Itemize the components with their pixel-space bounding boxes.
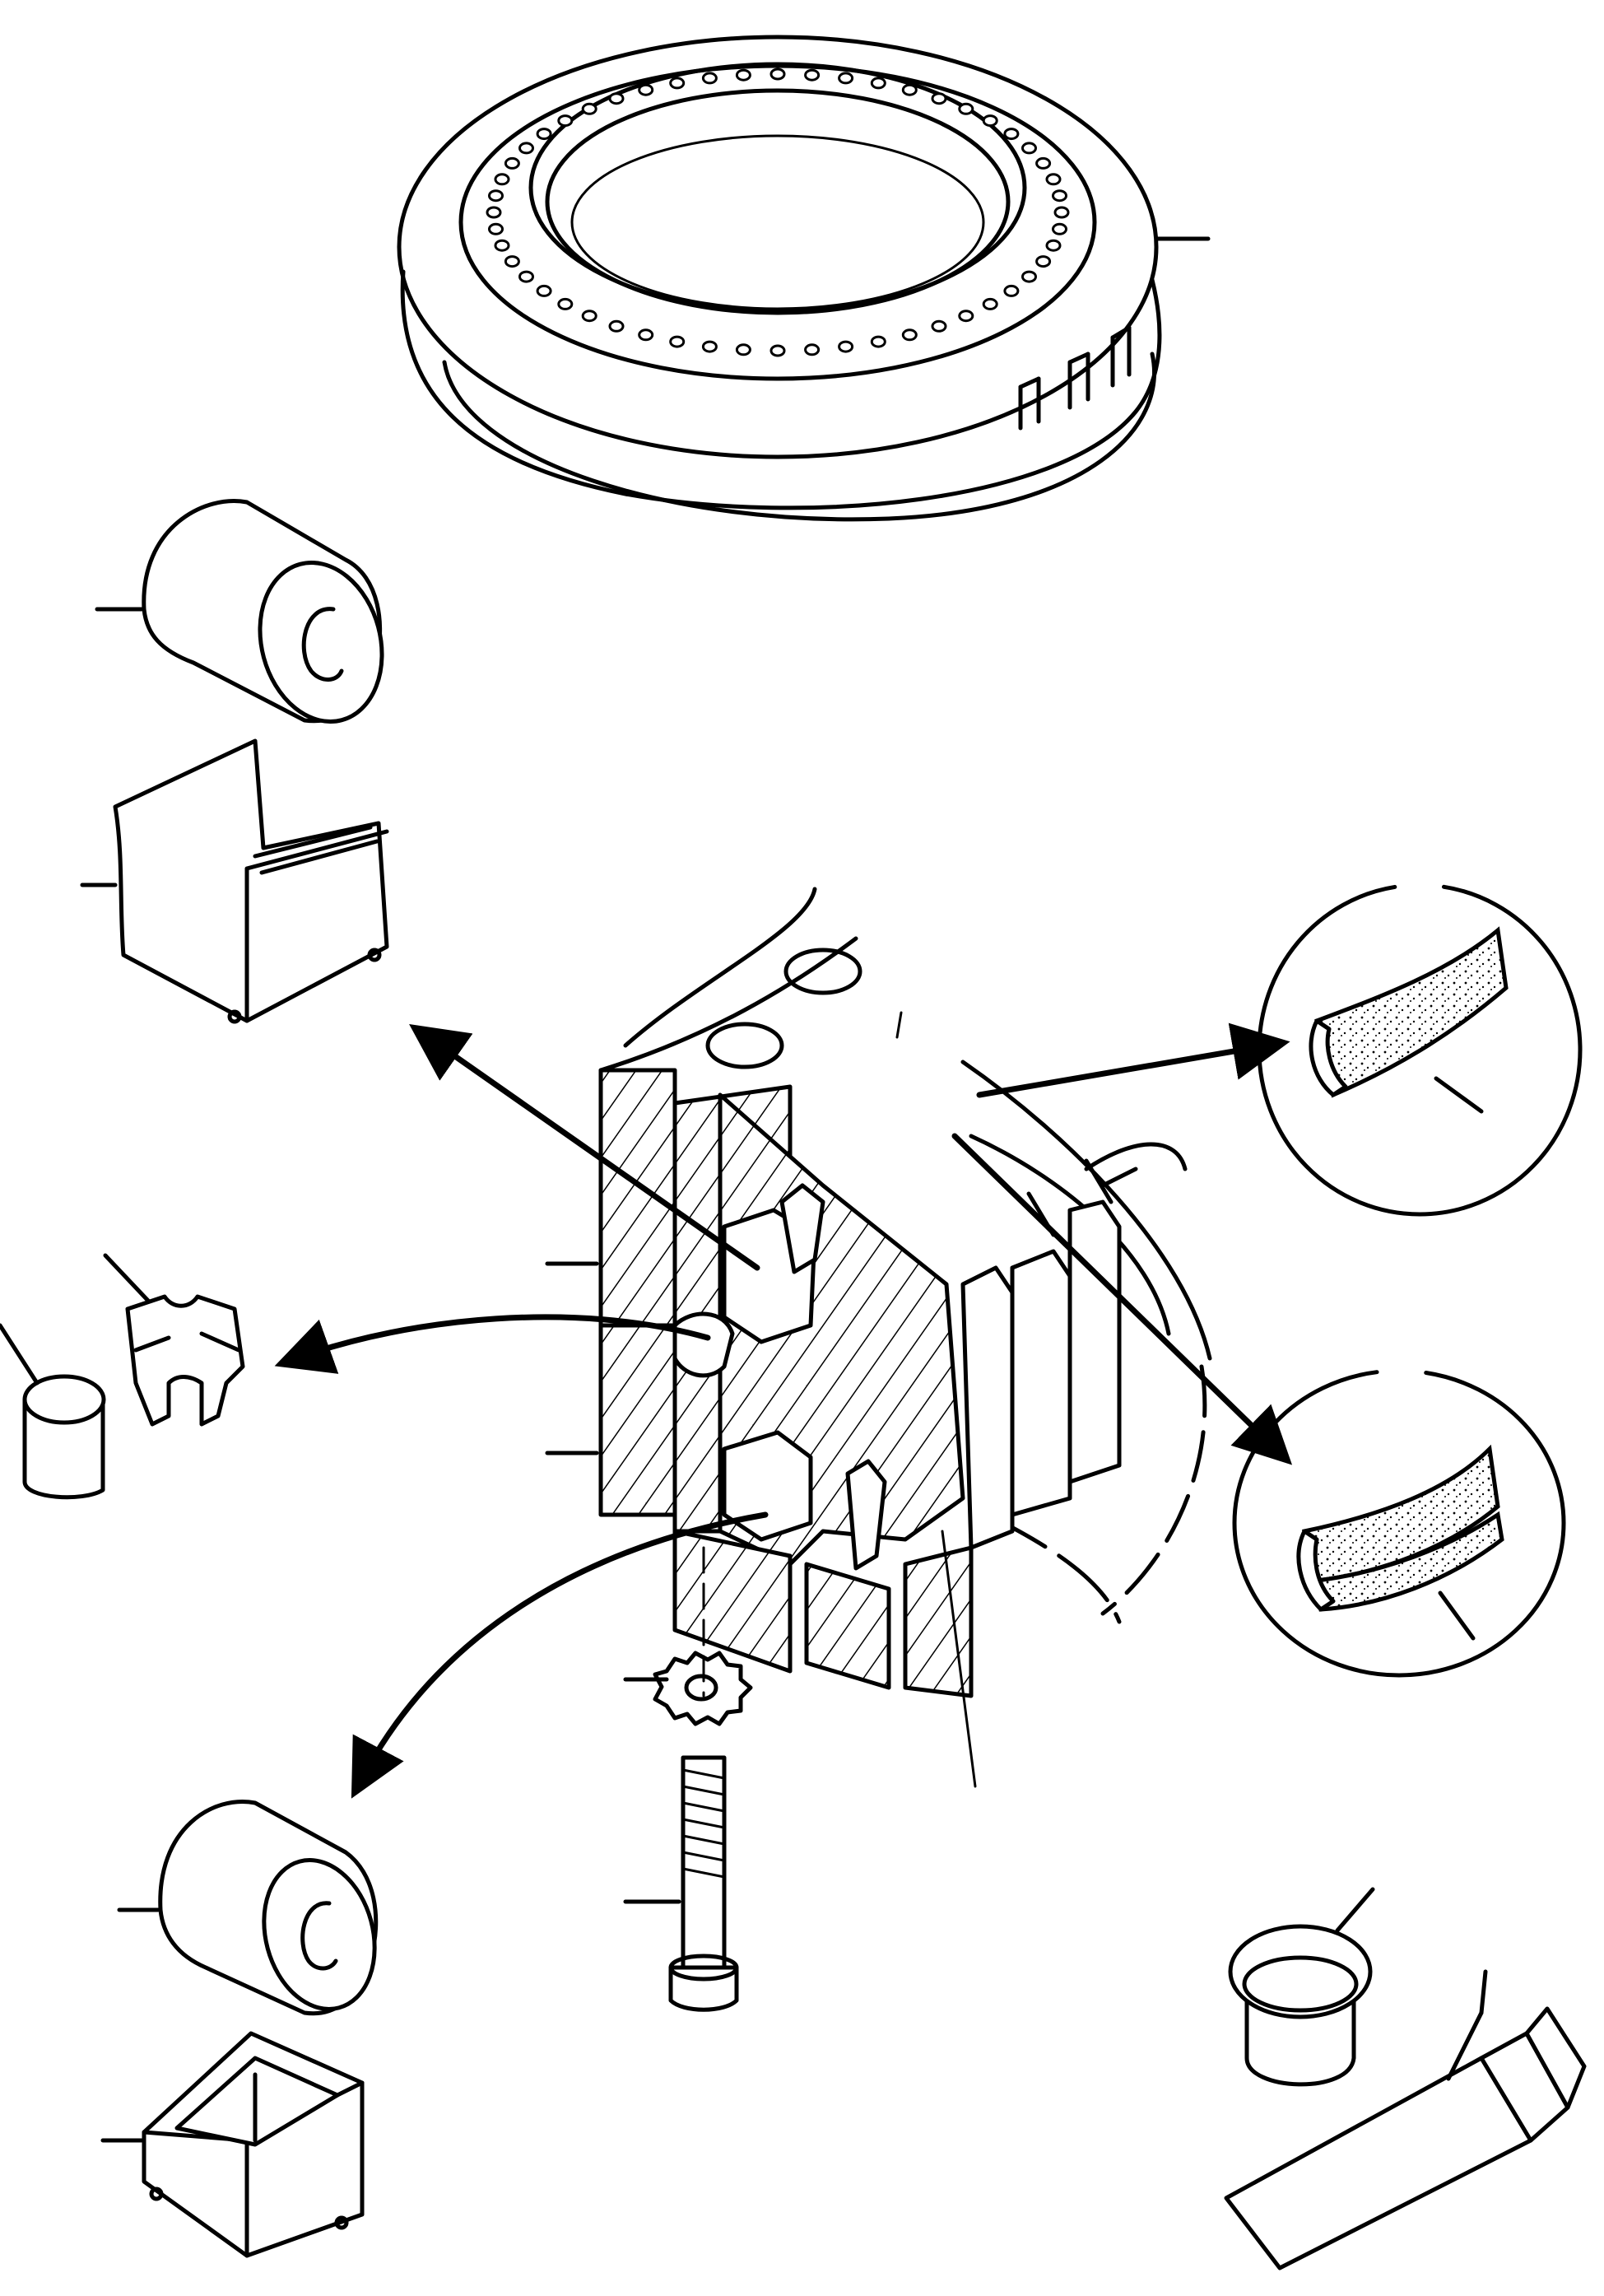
bolt-hole (557, 297, 574, 310)
bolt-hole (804, 68, 821, 82)
tube-icon (1224, 1969, 1587, 2270)
seal-strip-icon (1232, 1368, 1566, 1678)
bolt-icon (623, 1755, 739, 2012)
bolt-hole (1035, 156, 1052, 170)
cap-icon (1228, 1887, 1375, 2087)
bolt-hole (669, 77, 686, 90)
bolt-hole (608, 319, 625, 333)
bolt-hole (669, 335, 686, 348)
bolt-hole (958, 310, 974, 323)
bolt-hole (1003, 284, 1020, 297)
roller-icon (117, 1800, 379, 2016)
bolt-hole (1021, 270, 1037, 283)
bolt-hole (982, 114, 998, 128)
seal-strip-icon (1257, 883, 1583, 1217)
bearing-section-icon (545, 887, 1212, 1788)
bolt-hole (958, 102, 974, 115)
bolt-hole (1035, 255, 1052, 268)
lock-washer-icon (623, 1651, 753, 1726)
callout-arrows (274, 1022, 1293, 1799)
bolt-hole (838, 72, 854, 85)
bolt-hole (1045, 173, 1062, 186)
bolt-hole (581, 310, 597, 323)
roller-icon (95, 499, 384, 724)
bolt-hole (638, 328, 654, 342)
bolt-hole (1052, 189, 1067, 203)
bolt-hole (518, 270, 534, 283)
bolt-hole (982, 297, 998, 310)
bolt-hole (701, 340, 718, 353)
bolt-hole (581, 102, 597, 115)
bolt-hole (1003, 128, 1020, 141)
bolt-hole (608, 92, 625, 105)
spacer-block-icon (100, 2031, 365, 2258)
bolt-hole (518, 142, 534, 155)
bolt-hole (804, 343, 821, 356)
bolt-hole (557, 114, 574, 128)
bolt-hole (504, 156, 520, 170)
bolt-hole (638, 83, 654, 96)
bolt-hole (494, 173, 510, 186)
bolt-hole (486, 206, 502, 219)
bolt-hole (901, 83, 918, 96)
bolt-hole (536, 284, 552, 297)
bolt-hole (870, 335, 886, 348)
bolt-hole (504, 255, 520, 268)
bolt-hole (488, 189, 504, 203)
bolt-hole (494, 239, 510, 252)
plug-icon (0, 1323, 106, 1500)
bolt-hole (769, 68, 786, 81)
bolt-hole (735, 68, 751, 82)
slewing-ring-icon (397, 35, 1211, 522)
bolt-hole (769, 344, 786, 357)
bolt-hole (1053, 206, 1070, 219)
bolt-hole (1021, 142, 1037, 155)
bolt-hole (536, 128, 552, 141)
bolt-hole (701, 72, 718, 85)
bolt-hole (901, 328, 918, 342)
bolt-hole (931, 319, 947, 333)
bolt-hole (735, 343, 751, 356)
bolt-hole (1045, 239, 1062, 252)
bolt-hole (870, 77, 886, 90)
bolt-hole (1052, 222, 1067, 235)
spacer-block-icon (80, 738, 389, 1024)
plug-retainer-icon (103, 1253, 245, 1427)
bolt-hole (488, 222, 504, 235)
bolt-hole (838, 340, 854, 353)
bolt-hole (931, 92, 947, 105)
